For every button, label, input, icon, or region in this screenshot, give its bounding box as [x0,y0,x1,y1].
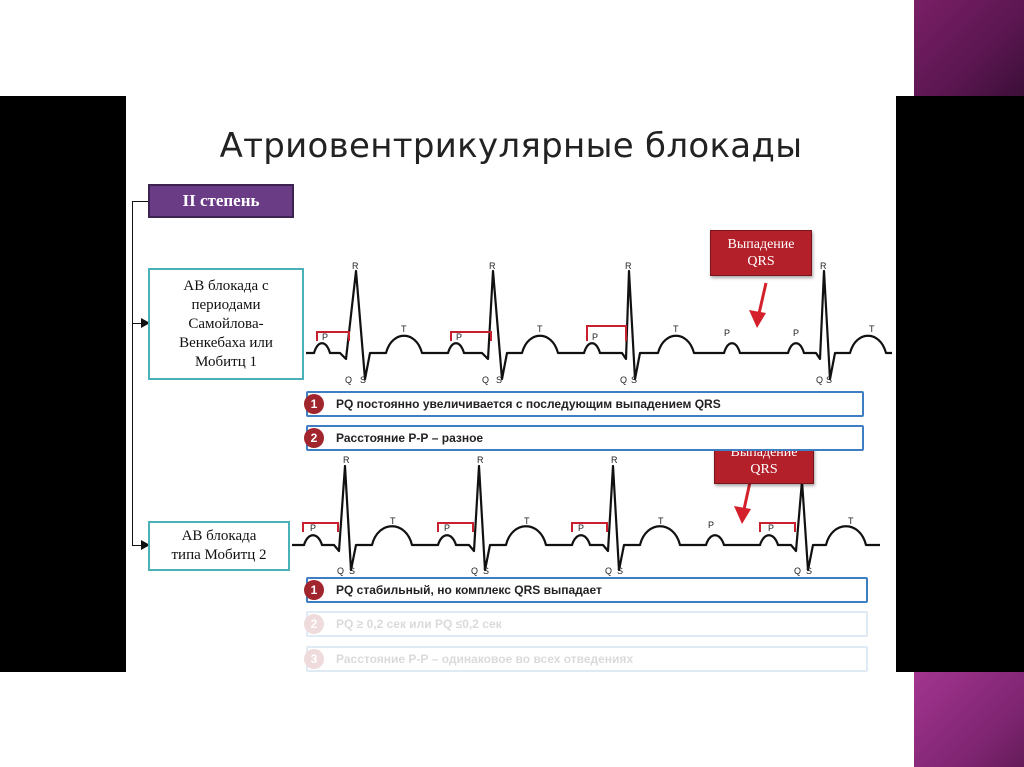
fact-number-badge: 3 [304,649,324,669]
mobitz1-label-line: Венкебаха или [179,334,273,351]
wave-label-r: R [477,455,484,465]
mobitz1-label-box: АВ блокада с периодами Самойлова- Венкеб… [148,268,304,380]
p-markers-mobitz1 [316,325,627,341]
bracket-arrow-2 [141,540,150,550]
fact-text: PQ стабильный, но комплекс QRS выпадает [336,583,602,597]
p-marker [302,522,339,532]
fact-number-badge: 1 [304,394,324,414]
mobitz1-label-line: Мобитц 1 [195,353,257,370]
wave-label-s: S [483,566,489,576]
p-markers-mobitz2 [302,522,796,532]
wave-label-r: R [343,455,350,465]
slide: Атриовентрикулярные блокады II степень А… [126,96,896,672]
wave-label-p: P [310,523,316,533]
wave-label-p: P [444,523,450,533]
dropped-qrs-arrow-1 [749,282,768,328]
wave-label-t: T [869,324,875,334]
wave-label-t: T [390,516,396,526]
wave-label-p: P [456,332,462,342]
wave-label-q: Q [482,375,489,385]
degree-label: II степень [148,184,294,218]
wave-label-q: Q [471,566,478,576]
mobitz1-fact-2: 2 Расстояние Р-Р – разное [304,425,864,451]
mobitz2-label-line: АВ блокада [181,528,257,544]
bracket-vertical [132,201,133,545]
callout-line: Выпадение [727,237,795,252]
slide-accent-top [914,0,1024,96]
wave-label-r: R [352,261,359,271]
ecg-diagram: R R R R P P P P P T T T T Q S Q S Q S Q [292,261,892,576]
dropped-qrs-arrow-2 [734,481,752,524]
fact-number-badge: 2 [304,428,324,448]
mobitz1-label-line: АВ блокада с [183,277,269,294]
wave-label-t: T [848,516,854,526]
slide-accent-bottom [914,672,1024,767]
bracket-top [132,201,148,202]
p-marker [316,331,350,341]
fact-number-badge: 2 [304,614,324,634]
bracket-arm-2 [132,545,144,546]
ecg-strip-mobitz1: R R R R P P P P P T T T T Q S Q S Q S Q [306,261,892,385]
mobitz1-fact-1: 1 PQ постоянно увеличивается с последующ… [304,391,864,417]
wave-label-p: P [322,332,328,342]
wave-labels-mobitz2: R R R P P P P P T T T T Q S Q S Q S Q S [310,455,854,576]
wave-label-p: P [793,328,799,338]
fact-number-badge: 1 [304,580,324,600]
p-marker [450,331,492,341]
fact-text: Расстояние Р-Р – разное [336,431,484,445]
wave-label-r: R [820,261,827,271]
mobitz2-label-line: типа Мобитц 2 [171,547,267,563]
wave-label-q: Q [816,375,823,385]
wave-label-t: T [658,516,664,526]
wave-label-t: T [537,324,543,334]
wave-label-s: S [617,566,623,576]
p-marker [759,522,796,532]
callout-line: QRS [750,462,778,477]
wave-label-q: Q [605,566,612,576]
wave-label-s: S [496,375,502,385]
wave-label-p: P [578,523,584,533]
mobitz2-fact-3: 3 Расстояние Р-Р – одинаковое во всех от… [304,646,868,672]
callout-line: QRS [747,254,775,269]
wave-label-p: P [768,523,774,533]
wave-label-r: R [611,455,618,465]
wave-label-r: R [489,261,496,271]
p-marker [437,522,474,532]
ecg-trace-mobitz1 [306,269,892,381]
slide-title: Атриовентрикулярные блокады [219,126,803,166]
fact-text: Расстояние Р-Р – одинаковое во всех отве… [336,652,634,666]
p-marker [571,522,608,532]
mobitz2-fact-1: 1 PQ стабильный, но комплекс QRS выпадае… [304,577,868,603]
wave-label-t: T [401,324,407,334]
wave-label-s: S [360,375,366,385]
mobitz1-label-line: Самойлова- [188,315,264,332]
wave-label-s: S [806,566,812,576]
fact-text: PQ ≥ 0,2 сек или PQ ≤0,2 сек [336,617,502,631]
wave-label-q: Q [337,566,344,576]
ecg-trace-mobitz2 [292,464,880,572]
mobitz2-fact-2: 2 PQ ≥ 0,2 сек или PQ ≤0,2 сек [304,611,868,637]
wave-label-s: S [826,375,832,385]
bracket-arrow-1 [141,318,150,328]
wave-label-s: S [349,566,355,576]
wave-label-r: R [625,261,632,271]
p-marker [586,325,627,341]
wave-label-p: P [592,332,598,342]
wave-label-q: Q [345,375,352,385]
wave-label-q: Q [620,375,627,385]
wave-label-p: P [724,328,730,338]
wave-label-t: T [673,324,679,334]
wave-label-q: Q [794,566,801,576]
ecg-strip-mobitz2: R R R P P P P P T T T T Q S Q S Q S Q S [292,455,880,576]
mobitz2-label-box: АВ блокада типа Мобитц 2 [148,521,290,571]
dropped-qrs-callout-1: Выпадение QRS [710,230,812,276]
wave-label-s: S [631,375,637,385]
wave-label-p: P [708,520,714,530]
fact-text: PQ постоянно увеличивается с последующим… [336,397,721,411]
wave-label-t: T [524,516,530,526]
bracket-arm-1 [132,323,144,324]
mobitz1-label-line: периодами [191,296,261,313]
wave-labels-mobitz1: R R R R P P P P P T T T T Q S Q S Q S Q [322,261,875,385]
